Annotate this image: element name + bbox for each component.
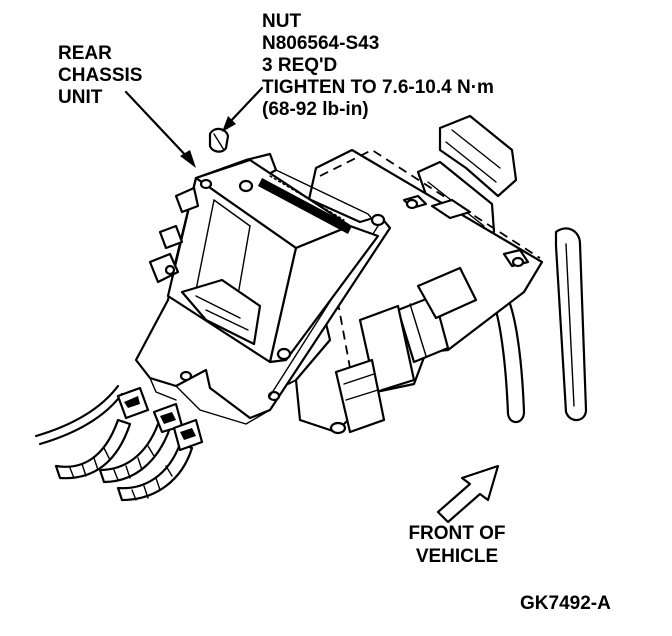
rear-callout-line-3: UNIT: [58, 87, 103, 108]
nut-callout: NUT N806564-S43 3 REQ'D TIGHTEN TO 7.6-1…: [262, 12, 494, 122]
front-of-vehicle-callout: FRONT OF VEHICLE: [390, 524, 524, 570]
front-callout-line-1: FRONT OF: [408, 523, 506, 544]
nut-callout-line-1: NUT: [262, 11, 302, 32]
rear-chassis-unit-module: [148, 158, 386, 364]
leader-lines: [124, 86, 264, 168]
rear-chassis-unit-callout: REAR CHASSIS UNIT: [58, 44, 142, 110]
wiring-harnesses: [34, 384, 204, 502]
nut-callout-line-5: (68-92 lb-in): [262, 99, 369, 120]
front-direction-arrow: [436, 464, 500, 524]
nut-callout-line-4: TIGHTEN TO 7.6-10.4 N·m: [262, 77, 494, 98]
figure-id: GK7492-A: [520, 593, 611, 614]
nut-callout-line-2: N806564-S43: [262, 33, 380, 54]
front-callout-line-2: VEHICLE: [415, 546, 499, 567]
nut-part: [208, 127, 230, 153]
rear-callout-line-2: CHASSIS: [58, 65, 143, 86]
rear-callout-line-1: REAR: [58, 43, 112, 64]
nut-callout-line-3: 3 REQ'D: [262, 55, 338, 76]
